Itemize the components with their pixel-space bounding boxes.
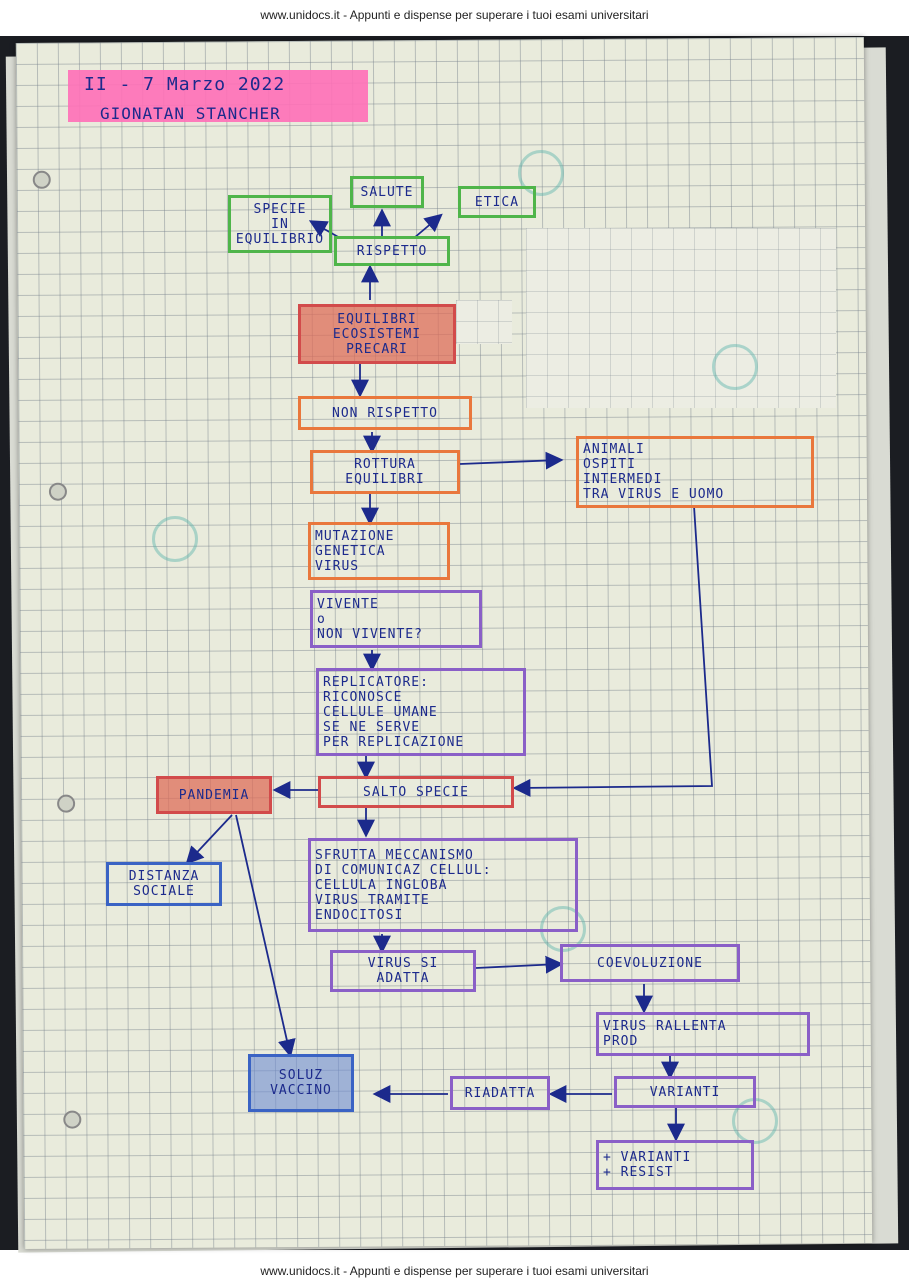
node-mutazione-genetica: MUTAZIONE GENETICA VIRUS: [308, 522, 450, 580]
node-distanza-sociale: DISTANZA SOCIALE: [106, 862, 222, 906]
node-etica: ETICA: [458, 186, 536, 218]
node-salto-specie: SALTO SPECIE: [318, 776, 514, 808]
node-equilibri-ecosistemi: EQUILIBRI ECOSISTEMI PRECARI: [298, 304, 456, 364]
node-vivente: VIVENTE o NON VIVENTE?: [310, 590, 482, 648]
node-specie-equilibrio: SPECIE IN EQUILIBRIO: [228, 195, 332, 253]
arrow-to-distanza: [188, 815, 232, 862]
arrow-to-soluz: [236, 815, 290, 1054]
node-rottura-equilibri: ROTTURA EQUILIBRI: [310, 450, 460, 494]
arrow-to-etica: [414, 216, 440, 238]
node-soluz-vaccino: SOLUZ VACCINO: [248, 1054, 354, 1112]
node-sfrutta-meccanismo: SFRUTTA MECCANISMO DI COMUNICAZ CELLUL: …: [308, 838, 578, 932]
node-rispetto: RISPETTO: [334, 236, 450, 266]
node-coevoluzione: COEVOLUZIONE: [560, 944, 740, 982]
node-riadatta: RIADATTA: [450, 1076, 550, 1110]
arrow-to-animali: [460, 460, 560, 464]
node-animali-ospiti: ANIMALI OSPITI INTERMEDI TRA VIRUS E UOM…: [576, 436, 814, 508]
node-pandemia: PANDEMIA: [156, 776, 272, 814]
bottom-watermark-banner: www.unidocs.it - Appunti e dispense per …: [0, 1256, 909, 1286]
arrow-animali-to-salto: [516, 506, 712, 788]
node-virus-adatta: VIRUS SI ADATTA: [330, 950, 476, 992]
node-non-rispetto: NON RISPETTO: [298, 396, 472, 430]
node-varianti: VARIANTI: [614, 1076, 756, 1108]
node-virus-rallenta: VIRUS RALLENTA PROD: [596, 1012, 810, 1056]
arrow-to-coevoluzione: [476, 964, 560, 968]
node-replicatore: REPLICATORE: RICONOSCE CELLULE UMANE SE …: [316, 668, 526, 756]
node-salute: SALUTE: [350, 176, 424, 208]
node-piu-varianti: + VARIANTI + RESIST: [596, 1140, 754, 1190]
